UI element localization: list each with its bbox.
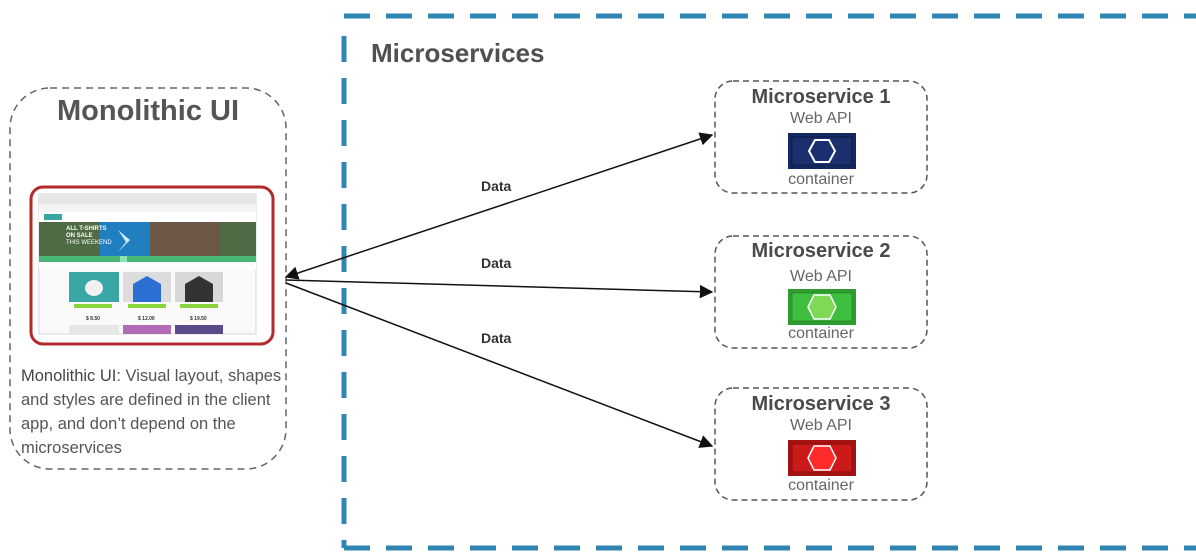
microservice-3-container: container	[788, 477, 854, 494]
container-icon-1	[788, 133, 856, 169]
data-arrow-1	[284, 132, 714, 280]
banner-line-2: ON SALE	[66, 233, 93, 239]
microservice-3-api: Web API	[790, 417, 852, 434]
monolith-description-term: Monolithic UI	[21, 367, 117, 385]
banner-line-3: THIS WEEKEND	[66, 240, 112, 246]
microservice-2-container: container	[788, 325, 854, 342]
microservices-title: Microservices	[371, 38, 545, 68]
microservice-2-api: Web API	[790, 268, 852, 285]
product-price-3: $ 19.50	[190, 316, 207, 322]
monolith-description-text: : Visual layout, shapes and styles are d…	[21, 367, 282, 457]
microservice-2-box	[714, 235, 928, 349]
microservice-2-name: Microservice 2	[751, 240, 891, 262]
data-arrow-2	[285, 279, 714, 299]
microservice-3-box	[714, 387, 928, 501]
client-app-screenshot	[29, 185, 275, 346]
microservice-1-name: Microservice 1	[751, 86, 891, 108]
data-label-1: Data	[481, 178, 512, 194]
container-icon-3	[788, 440, 856, 476]
banner-line-1: ALL T-SHIRTS	[66, 226, 107, 232]
data-label-2: Data	[481, 255, 512, 271]
data-label-3: Data	[481, 330, 512, 346]
data-arrow-3	[285, 282, 714, 448]
microservice-3-name: Microservice 3	[751, 393, 891, 415]
product-price-2: $ 12.00	[138, 316, 155, 322]
microservice-1-api: Web API	[790, 110, 852, 127]
monolith-description: Monolithic UI: Visual layout, shapes and…	[21, 364, 301, 460]
container-icon-2	[788, 289, 856, 325]
monolith-title: Monolithic UI	[56, 95, 240, 127]
product-price-1: $ 8.50	[86, 316, 100, 322]
microservices-region-border	[341, 13, 1196, 551]
microservice-1-container: container	[788, 171, 854, 188]
microservice-1-box	[714, 80, 928, 194]
